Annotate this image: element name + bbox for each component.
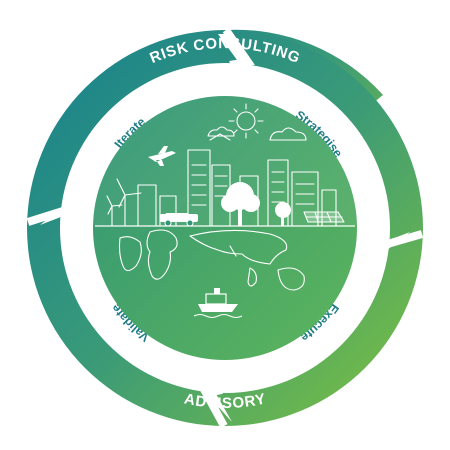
separator-bottom: [199, 386, 228, 428]
world-map-icon: [118, 229, 305, 291]
tree-icon: [221, 182, 291, 226]
ring-separators: [26, 27, 424, 428]
ring-label-bottom: ADVISORY: [183, 390, 268, 412]
car-icon: [160, 213, 198, 227]
separator-right: [376, 225, 424, 251]
airplane-icon: [148, 146, 176, 166]
wind-turbine-icon: [106, 178, 142, 227]
cloud-icon: [207, 126, 307, 141]
solar-panel-icon: [303, 211, 345, 227]
separator-left: [26, 204, 74, 231]
separator-top: [222, 27, 255, 69]
sun-icon: [228, 103, 264, 139]
ship-icon: [193, 288, 243, 318]
ring-label-left: LEGAL: [9, 199, 28, 256]
